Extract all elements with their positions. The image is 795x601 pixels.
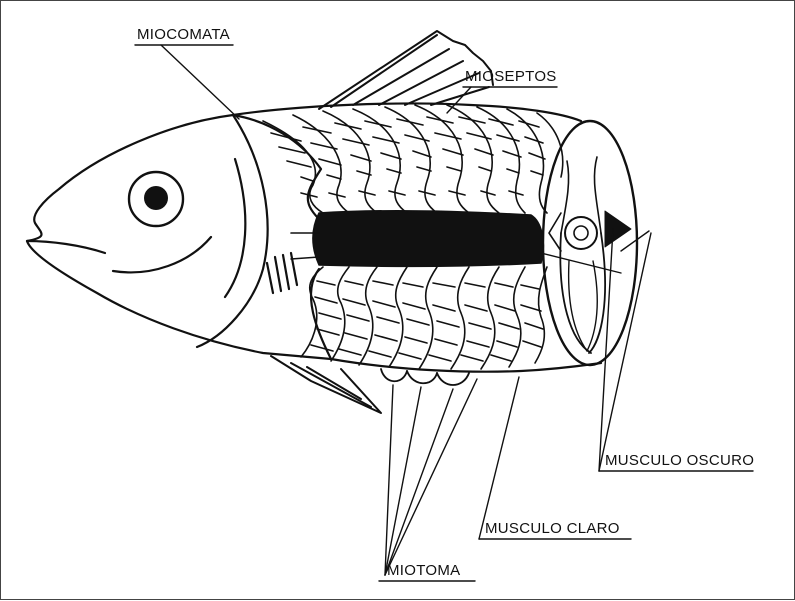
leader-lines <box>135 45 753 581</box>
label-musculo-claro: MUSCULO CLARO <box>485 520 620 537</box>
label-musculo-oscuro: MUSCULO OSCURO <box>605 452 754 469</box>
label-miocomata: MIOCOMATA <box>137 26 230 43</box>
eye-icon <box>129 172 183 226</box>
label-mioseptos: MIOSEPTOS <box>465 68 557 85</box>
fish-head <box>27 115 331 359</box>
cross-section <box>543 121 637 365</box>
myomeres-lower <box>301 267 547 369</box>
label-miotoma: MIOTOMA <box>387 562 461 579</box>
